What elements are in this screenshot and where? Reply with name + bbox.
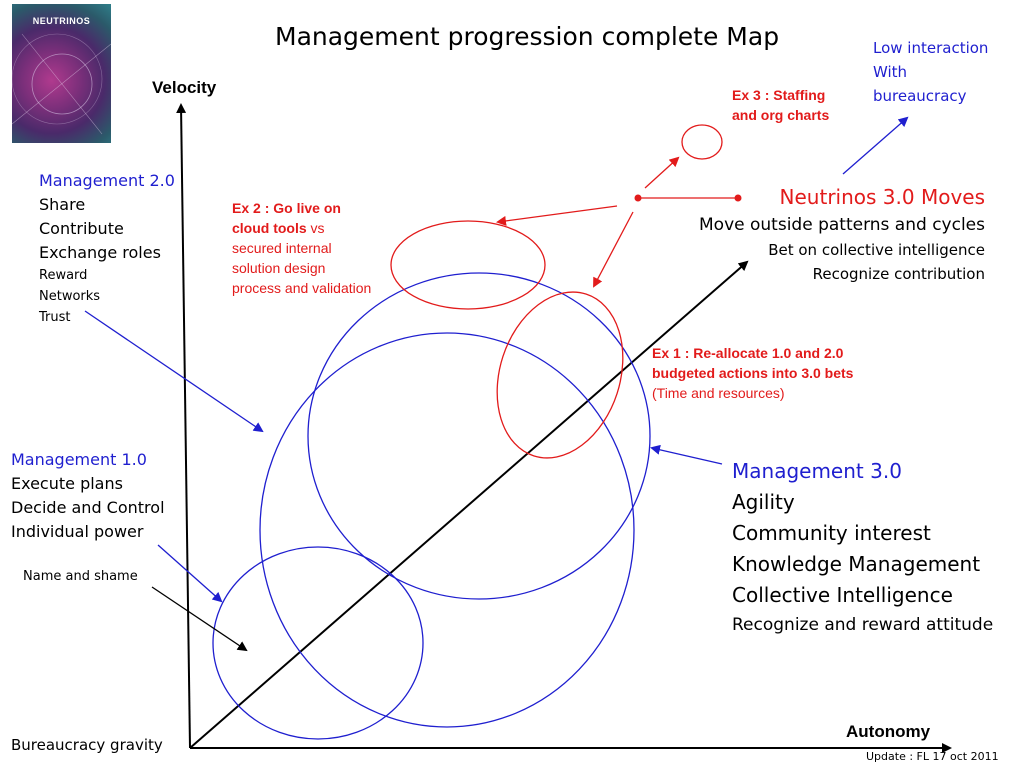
arrow-to-ex3 xyxy=(644,156,680,189)
ex3-line: Ex 3 : Staffing xyxy=(732,87,826,103)
ex2-vs: vs xyxy=(306,220,325,236)
arrow-management-2 xyxy=(84,310,264,433)
management-3-item: Knowledge Management xyxy=(732,552,981,576)
ex1-ellipse xyxy=(496,291,624,459)
management-1-item: Decide and Control xyxy=(11,498,165,517)
low-interaction-line: With xyxy=(873,63,908,81)
y-axis-label: Velocity xyxy=(152,78,217,97)
neutrinos-block: Neutrinos 3.0 Moves Move outside pattern… xyxy=(699,182,985,286)
ex3-line: and org charts xyxy=(732,107,830,123)
ex1-line: (Time and resources) xyxy=(652,385,785,401)
thumbnail-graphic xyxy=(12,33,111,135)
management-1-circle xyxy=(212,546,424,740)
management-2-item: Trust xyxy=(39,310,71,325)
thumbnail-label: NEUTRINOS xyxy=(32,16,91,26)
update-footer: Update : FL 17 oct 2011 xyxy=(866,750,999,763)
ex2-line: process and validation xyxy=(232,280,372,296)
neutrinos-dot-left xyxy=(634,194,642,202)
arrow-management-1 xyxy=(157,544,223,603)
ex2-cloud-tools: cloud tools xyxy=(232,220,307,236)
management-2-title: Management 2.0 xyxy=(39,171,175,190)
name-and-shame-note: Name and shame xyxy=(23,569,138,584)
management-2-circle xyxy=(259,332,635,728)
neutrinos-title: Neutrinos 3.0 Moves xyxy=(779,185,985,209)
low-interaction-line: bureaucracy xyxy=(873,87,967,105)
arrow-name-and-shame xyxy=(151,586,248,652)
management-2-item: Reward xyxy=(39,268,88,283)
management-1-item: Execute plans xyxy=(11,474,123,493)
management-2-item: Contribute xyxy=(39,219,124,238)
x-axis-label: Autonomy xyxy=(846,722,931,741)
neutrinos-item: Move outside patterns and cycles xyxy=(699,215,985,235)
management-3-item: Agility xyxy=(732,490,795,514)
management-1-title: Management 1.0 xyxy=(11,450,147,469)
management-2-item: Networks xyxy=(39,289,101,304)
neutrinos-item: Recognize contribution xyxy=(812,265,985,283)
management-3-item: Collective Intelligence xyxy=(732,583,953,607)
ex3-note: Ex 3 : Staffing and org charts xyxy=(732,85,829,125)
management-2-item: Exchange roles xyxy=(39,243,161,262)
origin-label: Bureaucracy gravity xyxy=(11,736,163,754)
ex2-note: Ex 2 : Go live on cloud tools vs secured… xyxy=(232,198,371,298)
diagonal-arrow xyxy=(189,260,749,749)
neutrinos-thumbnail: NEUTRINOS xyxy=(12,4,111,143)
low-interaction-note: Low interaction With bureaucracy xyxy=(873,36,988,108)
management-1-block: Management 1.0 Execute plans Decide and … xyxy=(11,448,165,544)
page-title: Management progression complete Map xyxy=(275,22,780,51)
ex3-ellipse xyxy=(681,124,723,160)
arrow-low-interaction xyxy=(842,116,909,175)
arrow-management-3 xyxy=(650,444,723,465)
ex2-line: secured internal xyxy=(232,240,332,256)
ex1-note: Ex 1 : Re-allocate 1.0 and 2.0 budgeted … xyxy=(652,343,853,403)
arrow-to-ex2 xyxy=(496,205,618,226)
low-interaction-line: Low interaction xyxy=(873,39,989,57)
management-2-item: Share xyxy=(39,195,86,214)
management-2-block: Management 2.0 Share Contribute Exchange… xyxy=(39,169,175,328)
ex2-line: Ex 2 : Go live on xyxy=(232,200,341,216)
management-1-item: Individual power xyxy=(11,522,144,541)
ex1-line: budgeted actions into 3.0 bets xyxy=(652,365,854,381)
neutrinos-item: Bet on collective intelligence xyxy=(768,241,985,259)
management-3-item: Recognize and reward attitude xyxy=(732,615,994,635)
management-3-title: Management 3.0 xyxy=(732,459,902,483)
management-3-item: Community interest xyxy=(732,521,931,545)
ex2-ellipse xyxy=(390,220,546,310)
management-3-block: Management 3.0 Agility Community interes… xyxy=(732,456,993,639)
ex1-line: Ex 1 : Re-allocate 1.0 and 2.0 xyxy=(652,345,844,361)
arrow-to-ex1 xyxy=(593,211,634,288)
neutrinos-dot-right xyxy=(734,194,742,202)
ex2-line: solution design xyxy=(232,260,326,276)
management-3-circle xyxy=(307,272,651,600)
y-axis xyxy=(176,103,191,749)
